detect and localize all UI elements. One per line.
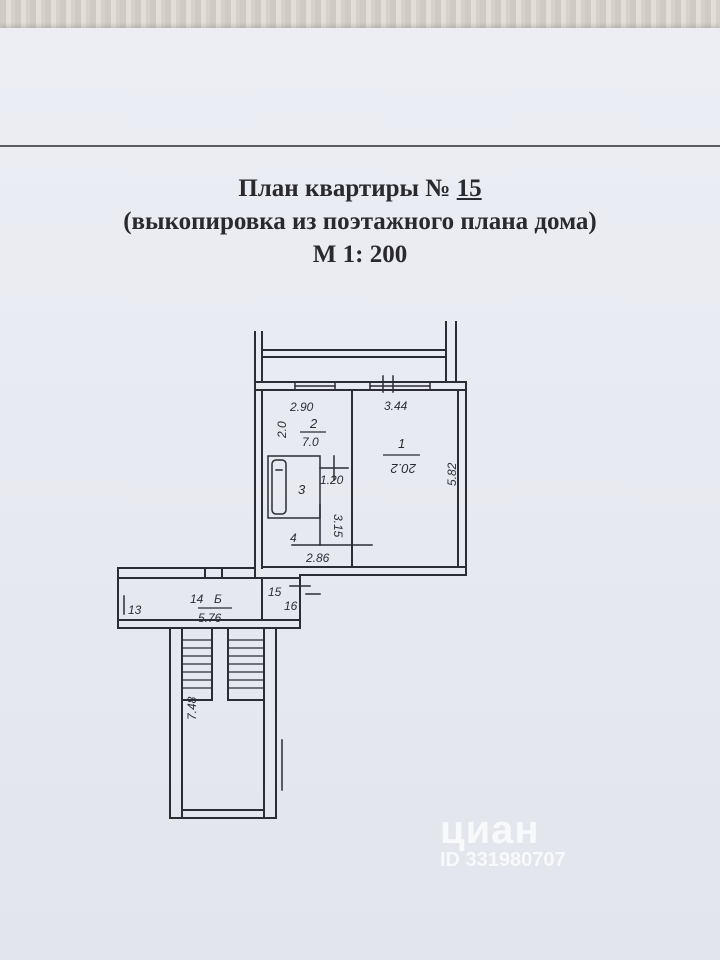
cian-watermark: циан ID 331980707 [440, 808, 680, 872]
room2-width-label: 2.90 [289, 400, 314, 414]
top-divider-line [0, 145, 720, 147]
room1-number: 1 [398, 436, 405, 451]
title-line: План квартиры № 15 [0, 172, 720, 205]
common-corridor [117, 567, 321, 629]
balcony [254, 321, 457, 383]
corridor-dim-label: 5.76 [198, 611, 222, 625]
room2-area: 7.0 [302, 435, 319, 449]
room1-depth-label: 5.82 [445, 462, 459, 486]
stair-dim-label: 7.48 [185, 696, 199, 720]
room1-width-label: 3.44 [384, 399, 408, 413]
room1-area: 20.2 [390, 461, 417, 476]
paper-sheet [0, 28, 720, 960]
bathroom [267, 455, 373, 546]
cian-logo: циан [440, 808, 540, 852]
room3-number: 3 [298, 482, 306, 497]
room3-dim-label: 1.20 [320, 473, 344, 487]
windows [294, 375, 431, 393]
document-heading: План квартиры № 15 (выкопировка из поэта… [0, 172, 720, 271]
room2-depth-label: 2.0 [275, 421, 289, 439]
listing-id: ID 331980707 [440, 849, 566, 871]
label-16: 16 [284, 599, 298, 613]
label-13: 13 [128, 603, 142, 617]
subtitle-text: (выкопировка из поэтажного плана дома) [123, 208, 597, 235]
room2-number: 2 [309, 416, 318, 431]
label-15: 15 [268, 585, 282, 599]
stair-treads [181, 639, 265, 689]
corridor-letter-label: Б [214, 592, 222, 606]
scale-text: М 1: 200 [312, 241, 408, 268]
stairwell [169, 627, 283, 819]
apartment-number: 15 [456, 175, 482, 202]
room4-width-label: 2.86 [305, 551, 330, 565]
room4-depth-label: 3.15 [331, 514, 345, 538]
room4-number: 4 [290, 531, 297, 545]
apartment-walls [254, 381, 467, 579]
title-text: План квартиры № [238, 175, 457, 202]
corridor-14-label: 14 [190, 592, 204, 606]
